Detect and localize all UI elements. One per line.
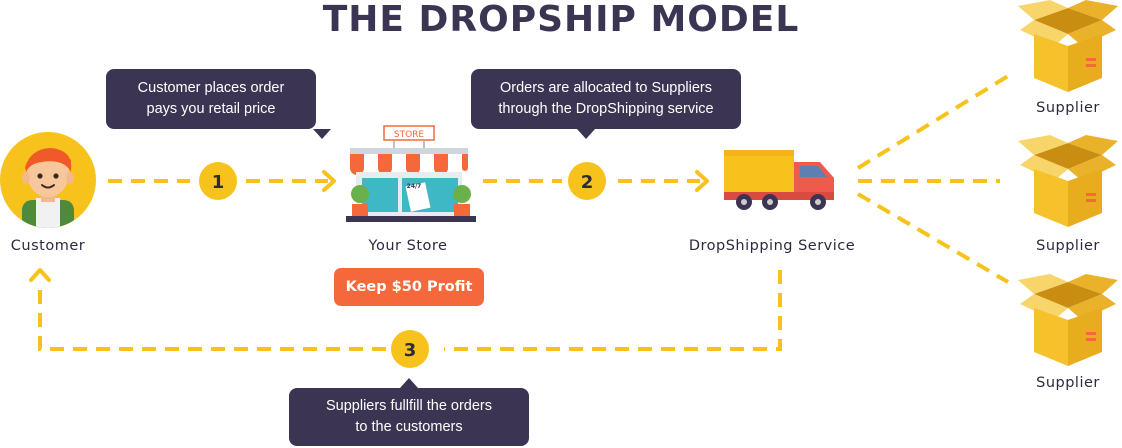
- box-icon: [1018, 0, 1118, 92]
- step-3-bubble: Suppliers fullfill the orders to the cus…: [289, 378, 529, 446]
- profit-badge: Keep $50 Profit: [334, 268, 484, 306]
- store-icon: STORE 24/7: [346, 125, 476, 222]
- customer-avatar-icon: [0, 132, 96, 228]
- supplier-label-2: Supplier: [1036, 238, 1100, 254]
- step-2-line2: through the DropShipping service: [498, 101, 714, 117]
- step-1-bubble: Customer places order pays you retail pr…: [106, 69, 331, 139]
- connector-truck-supplier-3: [856, 192, 1010, 284]
- step-3-line2: to the customers: [355, 419, 463, 435]
- step-2-bubble-tail: [577, 129, 595, 139]
- box-icon: [1018, 274, 1118, 366]
- step-2-bubble: Orders are allocated to Suppliers throug…: [471, 69, 741, 139]
- truck-icon: [724, 150, 834, 210]
- step-1-circle: 1: [199, 162, 237, 200]
- page-title: THE DROPSHIP MODEL: [322, 0, 800, 40]
- service-label: DropShipping Service: [688, 238, 856, 254]
- connector-truck-supplier-1: [856, 74, 1010, 170]
- customer-label: Customer: [10, 238, 86, 254]
- step-1-line1: Customer places order: [137, 80, 285, 96]
- store-sign-text: STORE: [394, 130, 425, 140]
- step-2-circle: 2: [568, 162, 606, 200]
- supplier-label-1: Supplier: [1036, 100, 1100, 116]
- step-1-bubble-tail: [313, 129, 331, 139]
- arrowhead-to-service: [695, 170, 709, 192]
- step-3-number: 3: [404, 340, 417, 361]
- step-3-circle: 3: [391, 330, 429, 368]
- store-label: Your Store: [368, 238, 448, 254]
- arrowhead-to-store: [322, 170, 336, 192]
- step-1-number: 1: [212, 172, 225, 193]
- step-3-bubble-tail: [400, 378, 418, 388]
- step-2-number: 2: [581, 172, 594, 193]
- box-icon: [1018, 135, 1118, 227]
- step-3-line1: Suppliers fullfill the orders: [325, 398, 493, 414]
- arrowhead-to-customer: [29, 268, 51, 282]
- store-badge-text: 24/7: [407, 183, 422, 190]
- supplier-label-3: Supplier: [1036, 375, 1100, 391]
- step-1-line2: pays you retail price: [146, 101, 276, 117]
- step-2-line1: Orders are allocated to Suppliers: [500, 80, 712, 96]
- connector-service-3: [444, 270, 782, 351]
- connector-3-customer: [38, 282, 386, 351]
